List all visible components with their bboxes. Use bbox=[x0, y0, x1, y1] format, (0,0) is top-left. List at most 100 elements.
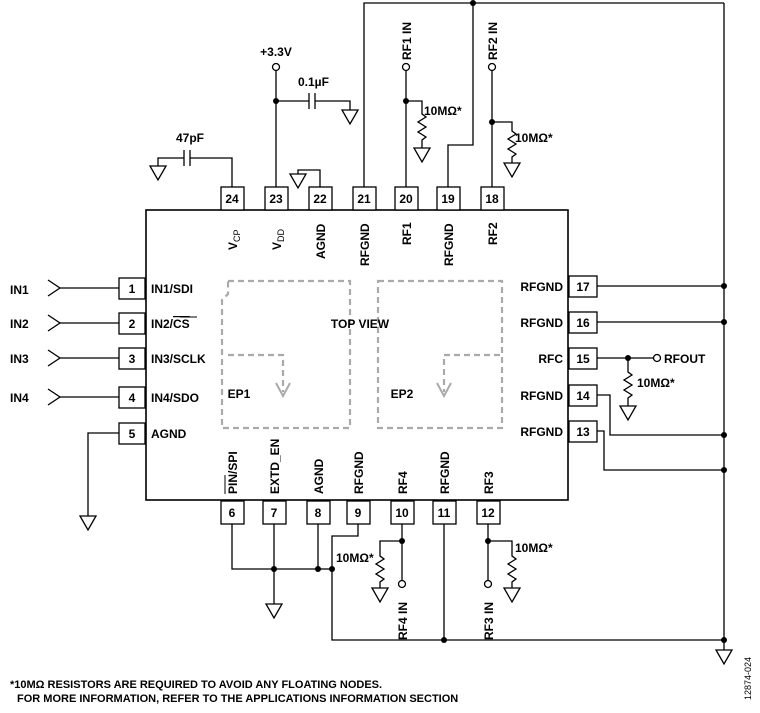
left-inputs: IN1 IN2 IN3 IN4 bbox=[10, 279, 119, 532]
rfout-terminal bbox=[652, 353, 662, 363]
ep2-outline bbox=[376, 279, 504, 430]
pin-name-18: RF2 bbox=[486, 222, 500, 245]
in3-label: IN3 bbox=[10, 352, 29, 366]
pin-name-24-sub: CP bbox=[232, 229, 242, 242]
ep1-label: EP1 bbox=[228, 387, 251, 401]
left-pin-names: IN1/SDI IN2/CS IN3/SCLK IN4/SDO AGND bbox=[151, 282, 206, 441]
right-pin-names: RFGND RFGND RFC RFGND RFGND bbox=[520, 280, 563, 439]
rf2-terminal bbox=[487, 62, 497, 72]
pin-name-17: RFGND bbox=[520, 280, 563, 294]
pin22-ground-icon bbox=[288, 173, 308, 190]
pin-num-10: 10 bbox=[395, 506, 409, 520]
pin16-junction bbox=[721, 319, 727, 325]
pin-num-9: 9 bbox=[355, 506, 362, 520]
vdd-cap-label: 0.1µF bbox=[298, 75, 329, 89]
pin-name-21: RFGND bbox=[358, 223, 372, 266]
pin-name-19: RFGND bbox=[442, 223, 456, 266]
rf3-in-label: RF3 IN bbox=[482, 602, 496, 640]
pin6-wire bbox=[231, 524, 318, 570]
pin-name-2: IN2/CS bbox=[151, 317, 190, 331]
pin-name-6: PIN/SPI bbox=[226, 451, 240, 494]
pin5-ground-wire bbox=[87, 432, 119, 516]
pin-num-7: 7 bbox=[271, 506, 278, 520]
pin17-junction bbox=[721, 283, 727, 289]
rf2-in-label: RF2 IN bbox=[486, 22, 500, 60]
rf2-resistor bbox=[492, 121, 518, 163]
pin-num-22: 22 bbox=[313, 192, 327, 206]
pin-name-23-sub: DD bbox=[276, 228, 286, 241]
top-view-label: TOP VIEW bbox=[331, 317, 390, 331]
pin-num-4: 4 bbox=[129, 391, 136, 405]
pin-num-24: 24 bbox=[225, 192, 239, 206]
rf4-ground-icon bbox=[370, 587, 390, 604]
pin-num-1: 1 bbox=[129, 282, 136, 296]
pin-num-16: 16 bbox=[576, 316, 590, 330]
pin13-junction bbox=[721, 467, 727, 473]
pin-num-14: 14 bbox=[576, 389, 590, 403]
ep1-outline bbox=[220, 279, 352, 430]
pin-name-10: RF4 bbox=[396, 471, 410, 494]
rf3-resistor bbox=[488, 540, 518, 588]
pin-name-13: RFGND bbox=[520, 425, 563, 439]
pin-num-3: 3 bbox=[129, 352, 136, 366]
left-pin-boxes: 1 2 3 4 5 bbox=[118, 277, 146, 445]
pin-num-8: 8 bbox=[315, 506, 322, 520]
pin-name-22: AGND bbox=[314, 223, 328, 259]
pin-name-5: AGND bbox=[151, 427, 187, 441]
pin-box-1 bbox=[118, 277, 146, 300]
rf4-terminal bbox=[397, 579, 407, 589]
pin-name-12: RF3 bbox=[482, 471, 496, 494]
pin-name-14: RFGND bbox=[520, 389, 563, 403]
rfout-label: RFOUT bbox=[664, 352, 706, 366]
pin-num-13: 13 bbox=[576, 425, 590, 439]
footnote-line-1: *10MΩ RESISTORS ARE REQUIRED TO AVOID AN… bbox=[10, 679, 382, 691]
right-wiring: RFOUT 10MΩ* bbox=[597, 3, 734, 666]
rf4-in-label: RF4 IN bbox=[396, 602, 410, 640]
rfgnd-rail-ground-icon bbox=[714, 649, 734, 666]
top-pin-boxes: 24 23 22 21 20 19 18 bbox=[220, 186, 505, 211]
pin-num-17: 17 bbox=[576, 280, 590, 294]
pin-name-23: VDD bbox=[270, 228, 286, 250]
vdd-supply-label: +3.3V bbox=[260, 45, 292, 59]
pin-num-11: 11 bbox=[438, 506, 451, 520]
vcp-wire bbox=[190, 157, 233, 187]
ep1-arrow bbox=[228, 353, 285, 392]
rf2-resistor-label: 10MΩ* bbox=[515, 131, 553, 145]
pin-num-20: 20 bbox=[399, 192, 413, 206]
pin-num-12: 12 bbox=[481, 506, 495, 520]
pin-num-19: 19 bbox=[441, 192, 455, 206]
pin-num-5: 5 bbox=[129, 427, 136, 441]
top-pin-names: VCP VDD AGND RFGND RF1 RFGND RF2 bbox=[226, 222, 500, 266]
pin-name-24-main: V bbox=[226, 242, 240, 250]
pin-box-2 bbox=[118, 312, 146, 335]
rf1-terminal bbox=[401, 62, 411, 72]
pin21-wire bbox=[363, 2, 724, 187]
in3-arrow-chevron bbox=[47, 349, 62, 367]
vcp-cap-label: 47pF bbox=[176, 131, 204, 145]
pin-num-21: 21 bbox=[357, 192, 371, 206]
pin-box-5 bbox=[118, 422, 146, 445]
ep2-arrow bbox=[442, 353, 500, 392]
pin-name-7: EXTD_EN bbox=[268, 439, 282, 494]
in4-arrow-chevron bbox=[47, 388, 62, 406]
pin-box-4 bbox=[118, 386, 146, 409]
in4-label: IN4 bbox=[10, 391, 29, 405]
pin-num-6: 6 bbox=[229, 506, 236, 520]
right-pin-boxes: 17 16 15 14 13 bbox=[568, 275, 598, 443]
rf1-ground-icon bbox=[412, 147, 432, 164]
rf1-resistor-label: 10MΩ* bbox=[424, 104, 462, 118]
rfc-resistor bbox=[622, 358, 634, 406]
vcp-ground-icon bbox=[148, 165, 168, 182]
pin-name-6-post: /SPI bbox=[226, 451, 240, 474]
pin-name-15: RFC bbox=[538, 352, 563, 366]
rf3-resistor-label: 10MΩ* bbox=[515, 541, 553, 555]
vcp-cap-ground-wire bbox=[157, 157, 184, 166]
rf3-terminal bbox=[483, 579, 493, 589]
pin7-junction bbox=[271, 566, 277, 572]
footnote-line-2: FOR MORE INFORMATION, REFER TO THE APPLI… bbox=[17, 693, 458, 705]
in1-label: IN1 bbox=[10, 283, 29, 297]
pin-name-24: VCP bbox=[226, 229, 242, 250]
pin-name-9: RFGND bbox=[352, 451, 366, 494]
pin-name-2-bar: CS bbox=[173, 317, 190, 331]
pin14-wire bbox=[597, 394, 724, 436]
